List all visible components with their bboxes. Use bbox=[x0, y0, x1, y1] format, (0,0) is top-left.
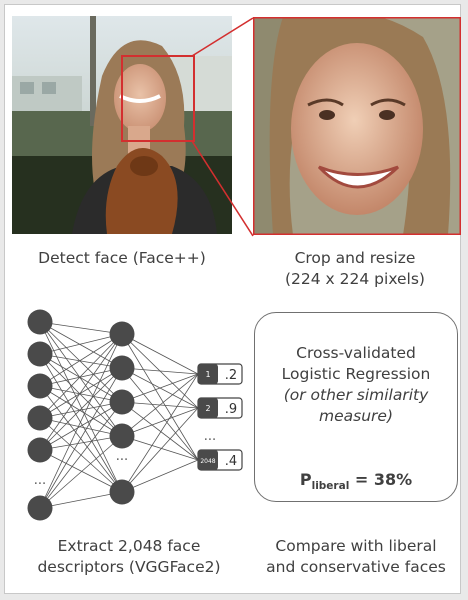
crop-caption: Crop and resize (224 x 224 pixels) bbox=[250, 248, 460, 290]
network-edge bbox=[39, 491, 123, 509]
hidden-layer-node bbox=[109, 389, 135, 415]
hidden-layer-node bbox=[109, 321, 135, 347]
network-edge bbox=[121, 407, 199, 493]
network-edge bbox=[39, 385, 123, 403]
descriptor-value: .2 bbox=[225, 368, 237, 383]
network-edge bbox=[121, 401, 199, 461]
network-edge bbox=[121, 373, 199, 493]
network-edge bbox=[39, 353, 123, 403]
network-edge bbox=[39, 321, 123, 369]
model-line3: (or other similarity bbox=[283, 386, 429, 404]
input-layer-node bbox=[27, 341, 53, 367]
descriptor-index-tag bbox=[198, 398, 218, 418]
hidden-layer-node bbox=[109, 479, 135, 505]
network-edge bbox=[121, 367, 199, 375]
network-edge bbox=[39, 435, 123, 451]
detect-caption: Detect face (Face++) bbox=[12, 248, 232, 269]
descriptor-item: 1.2 bbox=[197, 363, 243, 385]
network-edge bbox=[39, 417, 123, 437]
network-edge bbox=[121, 373, 199, 403]
source-photo bbox=[12, 16, 232, 234]
network-edge bbox=[121, 333, 199, 375]
descriptor-value: .4 bbox=[225, 454, 237, 469]
descriptor-index-tag bbox=[198, 450, 218, 470]
classifier-box: Cross-validated Logistic Regression (or … bbox=[254, 312, 458, 502]
input-layer-node bbox=[27, 495, 53, 521]
network-edge bbox=[39, 367, 123, 387]
network-nodes bbox=[27, 309, 135, 521]
compare-caption-line1: Compare with liberal bbox=[275, 537, 437, 555]
crop-image bbox=[253, 17, 461, 235]
hidden-layer-node bbox=[109, 423, 135, 449]
extract-caption-line2: descriptors (VGGFace2) bbox=[37, 558, 221, 576]
network-edge bbox=[121, 333, 199, 461]
model-line2: Logistic Regression bbox=[281, 365, 431, 383]
model-line4: measure) bbox=[319, 407, 393, 425]
network-edge bbox=[39, 321, 123, 493]
descriptor-index: 1 bbox=[205, 370, 210, 379]
extract-caption: Extract 2,048 face descriptors (VGGFace2… bbox=[14, 536, 244, 578]
network-edge bbox=[39, 385, 123, 437]
descriptor-index-tag bbox=[198, 364, 218, 384]
input-layer-node bbox=[27, 405, 53, 431]
network-edge bbox=[39, 367, 123, 419]
crop-caption-line1: Crop and resize bbox=[294, 249, 416, 267]
input-layer-node bbox=[27, 309, 53, 335]
cropped-face-photo bbox=[253, 17, 461, 235]
network-edge bbox=[121, 407, 199, 437]
detected-face-photo bbox=[12, 16, 232, 234]
compare-caption-line2: and conservative faces bbox=[266, 558, 446, 576]
prob-symbol: P bbox=[299, 470, 312, 489]
network-edge bbox=[121, 373, 199, 437]
prob-subscript: liberal bbox=[311, 480, 350, 493]
network-edge bbox=[39, 401, 123, 509]
input-layer-node bbox=[27, 437, 53, 463]
network-edge bbox=[39, 321, 123, 403]
network-edge bbox=[39, 401, 123, 419]
compare-caption: Compare with liberal and conservative fa… bbox=[250, 536, 462, 578]
descriptor-value: .9 bbox=[225, 402, 237, 417]
descriptor-index: 2048 bbox=[200, 458, 215, 465]
network-edge bbox=[39, 401, 123, 451]
descriptor-item: 2.9 bbox=[197, 397, 243, 419]
network-edge bbox=[39, 449, 123, 493]
descriptor-item: 2048 .4 bbox=[197, 449, 243, 471]
extract-caption-line1: Extract 2,048 face bbox=[57, 537, 201, 555]
network-edge bbox=[39, 367, 123, 509]
network-edge bbox=[39, 435, 123, 509]
hidden-layer-node bbox=[109, 355, 135, 381]
network-edge bbox=[39, 333, 123, 355]
network-edge bbox=[39, 321, 123, 437]
probability-liberal: Pliberal = 38% bbox=[255, 469, 457, 497]
layer2-ellipsis: ... bbox=[116, 449, 128, 464]
network-edge bbox=[39, 367, 123, 451]
crop-caption-line2: (224 x 224 pixels) bbox=[285, 270, 425, 288]
model-line1: Cross-validated bbox=[296, 344, 416, 362]
detect-caption-text: Detect face (Face++) bbox=[38, 249, 206, 267]
network-edge bbox=[39, 353, 123, 437]
descriptor-index: 2 bbox=[205, 404, 210, 413]
network-edge bbox=[121, 459, 199, 493]
zoom-connector bbox=[191, 17, 254, 237]
layer1-ellipsis: ... bbox=[34, 473, 46, 488]
network-edge bbox=[39, 333, 123, 509]
network-edge bbox=[121, 435, 199, 461]
network-edge bbox=[39, 333, 123, 419]
network-edge bbox=[39, 333, 123, 387]
network-edge bbox=[39, 333, 123, 451]
network-edge bbox=[39, 321, 123, 335]
prob-value: = 38% bbox=[349, 470, 413, 489]
network-edge bbox=[39, 353, 123, 369]
input-layer-node bbox=[27, 373, 53, 399]
network-edges bbox=[39, 321, 199, 509]
descriptor-ellipsis: ... bbox=[204, 429, 216, 444]
network-edge bbox=[121, 367, 199, 461]
